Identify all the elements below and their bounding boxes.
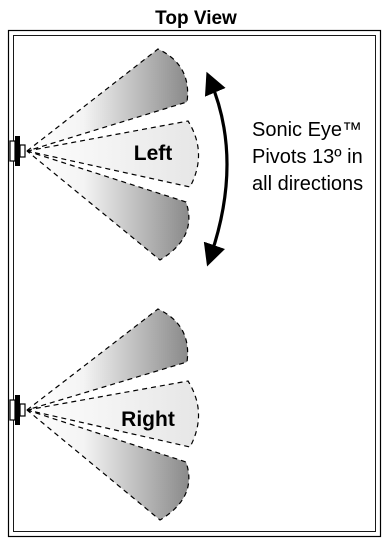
diagram-title: Top View bbox=[155, 8, 237, 29]
note-line-2: Pivots 13º in bbox=[252, 146, 363, 168]
enclosure-inner-frame bbox=[13, 35, 376, 532]
pivot-note: Sonic Eye™ Pivots 13º in all directions bbox=[252, 119, 363, 195]
enclosure-frame bbox=[7, 29, 382, 538]
right-sensor-label: Right bbox=[121, 408, 175, 431]
right-beam-upper bbox=[26, 308, 189, 411]
left-sensor-group: Left bbox=[9, 48, 200, 261]
right-beam-center bbox=[26, 380, 200, 448]
left-sensor-label: Left bbox=[134, 142, 173, 165]
left-beam-lower bbox=[26, 150, 190, 261]
left-beam-center bbox=[26, 120, 200, 188]
right-sensor-group: Right bbox=[9, 308, 200, 521]
right-beam-lower bbox=[26, 409, 190, 521]
note-line-3: all directions bbox=[252, 173, 363, 195]
sensor-bracket-icon bbox=[9, 395, 26, 425]
curved-double-arrow-icon bbox=[203, 71, 229, 267]
left-beam-upper bbox=[26, 48, 189, 152]
sensor-bracket-icon bbox=[9, 136, 26, 166]
note-line-1: Sonic Eye™ bbox=[252, 119, 362, 141]
